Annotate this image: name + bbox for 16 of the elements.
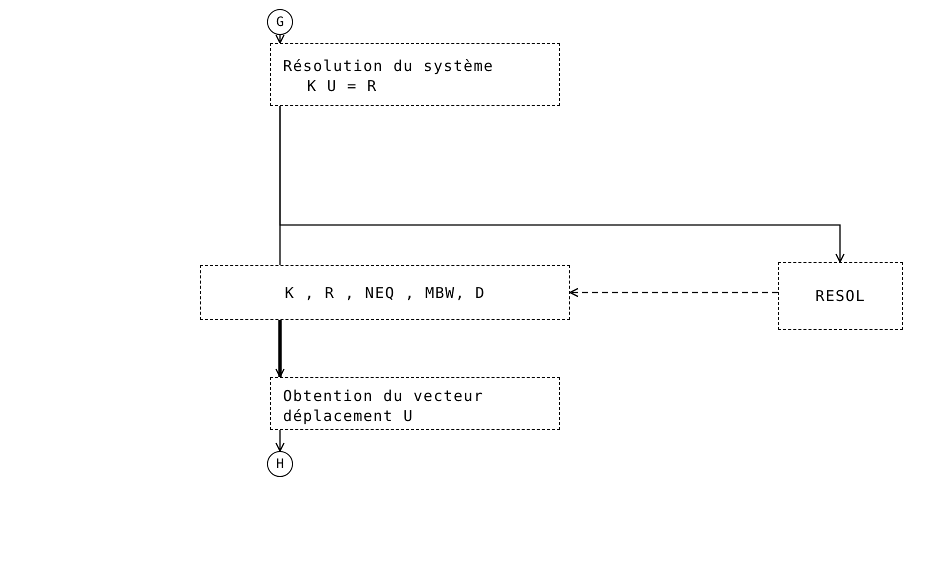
arrow: [569, 288, 778, 298]
connector-letter: G: [276, 16, 284, 28]
process-box: [778, 262, 903, 330]
connector-letter: H: [276, 458, 284, 470]
arrow: [275, 320, 285, 378]
box-text: K U = R: [306, 76, 378, 96]
box-text: RESOL: [815, 286, 866, 306]
box-text: Résolution du système: [283, 56, 495, 76]
process-box: [200, 265, 570, 320]
process-box: [270, 377, 560, 430]
box-text: K , R , NEQ , MBW, D: [284, 282, 486, 302]
arrow: [275, 430, 285, 452]
box-text: Obtention du vecteur déplacement U: [283, 386, 485, 426]
process-box: [270, 43, 560, 106]
arrow: [275, 34, 285, 44]
arrow: [279, 106, 845, 263]
